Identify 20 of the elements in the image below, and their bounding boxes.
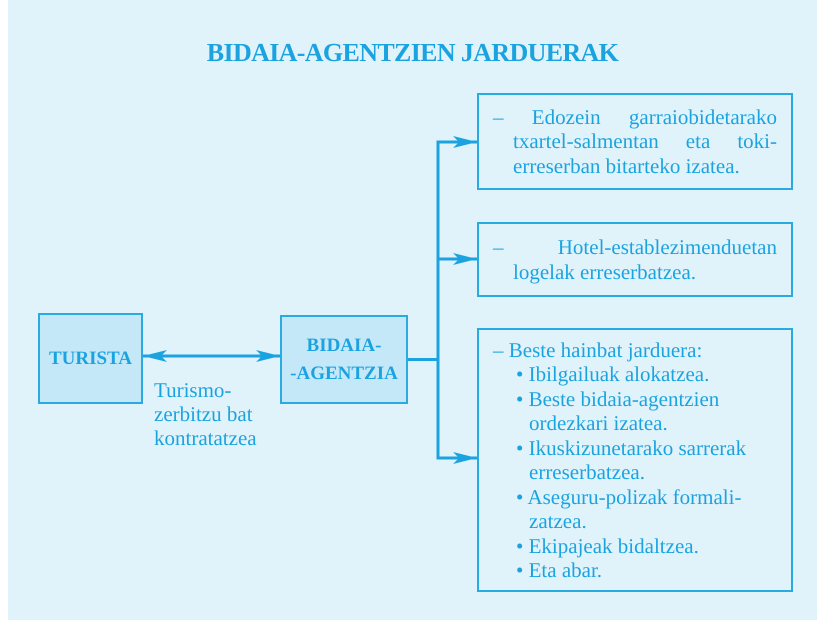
arrow bbox=[143, 350, 280, 362]
entity-box bbox=[38, 313, 143, 404]
bullet-item: • Aseguru-polizak formali-zatzea. bbox=[515, 484, 742, 534]
activity-text: – Beste hainbat jarduera: bbox=[493, 338, 704, 362]
entity-box bbox=[280, 315, 408, 404]
bullet-item: • Ekipajeak bidaltzea. bbox=[515, 534, 700, 558]
bullet-item: • Ikuskizunetarako sarrerak erreserbatzea. bbox=[515, 436, 748, 484]
activity-text: – Edozein garraiobidetarako txartel-salmentan eta toki-erreserban bitarteko izatea. bbox=[493, 104, 777, 178]
bullet-item: • Eta abar. bbox=[515, 558, 604, 582]
arrow bbox=[408, 358, 477, 464]
bullet-item: • Beste bidaia-agentzien ordezkari izatea. bbox=[515, 386, 720, 436]
activity-box bbox=[477, 93, 793, 190]
node-label: TURISTA bbox=[48, 346, 134, 370]
edge-label: Turismo-zerbitzu bat kontratatzea bbox=[154, 378, 258, 450]
activity-box bbox=[477, 222, 793, 297]
activity-text: – Hotel-establezimenduetan logelak erreserbatzea. bbox=[493, 235, 777, 284]
node-label: BIDAIA- -AGENTZIA bbox=[289, 334, 399, 386]
activity-box bbox=[477, 328, 793, 592]
title: BIDAIA-AGENTZIEN JARDUERAK bbox=[206, 37, 620, 69]
bullet-item: • Ibilgailuak alokatzea. bbox=[515, 362, 710, 386]
